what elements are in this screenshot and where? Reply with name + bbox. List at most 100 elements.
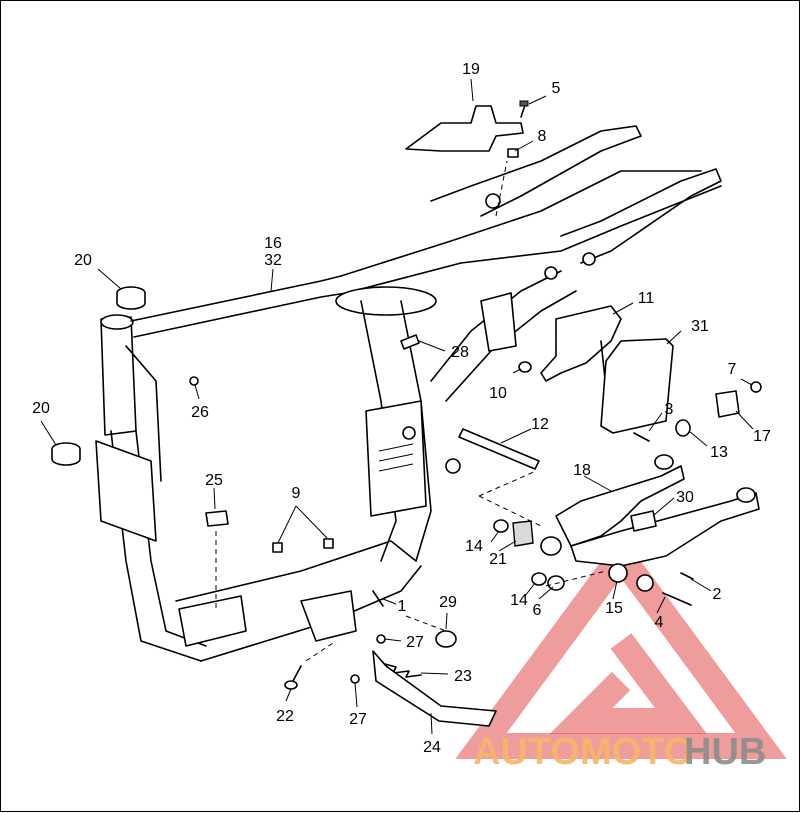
callout-20-bottom: 20 — [32, 400, 50, 417]
part-27-nut-top — [376, 634, 386, 644]
part-5-screw-head — [519, 100, 529, 107]
part-3-screw — [633, 432, 650, 442]
assembly-lines — [215, 160, 607, 662]
backbone-tube-bottom — [133, 292, 347, 338]
part-5-screw — [520, 104, 526, 118]
rear-rail-upper — [340, 170, 702, 277]
part-15-bushing-a — [608, 563, 628, 583]
callout-22: 22 — [276, 708, 294, 725]
part-15-bushing-b — [636, 574, 654, 592]
part-20-bearing-cup-bottom-side — [51, 449, 81, 466]
plate-hole — [402, 426, 416, 440]
watermark-logo — [455, 534, 787, 759]
callout-19: 19 — [462, 61, 480, 78]
callout-14-top: 14 — [465, 538, 483, 555]
callout-31: 31 — [691, 318, 709, 335]
part-18-axle-boss-right — [736, 487, 756, 503]
part-8-nut — [507, 148, 519, 158]
callout-29: 29 — [439, 594, 457, 611]
part-23-spring — [380, 662, 422, 678]
callout-14-bottom: 14 — [510, 592, 528, 609]
callout-15: 15 — [605, 600, 623, 617]
pivot-boss — [445, 458, 461, 474]
callout-21: 21 — [489, 551, 507, 568]
dash-shaft-2 — [478, 495, 542, 527]
rear-tab — [480, 292, 517, 352]
callout-3: 3 — [665, 401, 674, 418]
callout-18: 18 — [573, 462, 591, 479]
part-4-bolt — [662, 592, 692, 606]
part-29-bumper — [435, 630, 457, 648]
lower-rail-lower — [200, 565, 422, 662]
rear-rail-lower — [345, 185, 722, 294]
callout-6: 6 — [533, 602, 542, 619]
callout-27-bottom: 27 — [349, 711, 367, 728]
callout-23: 23 — [454, 668, 472, 685]
lower-rear-strut — [560, 168, 722, 264]
dash-bushings — [545, 570, 607, 587]
cross-tube — [335, 286, 437, 316]
callout-7: 7 — [728, 361, 737, 378]
callout-12: 12 — [531, 416, 549, 433]
part-19-bracket — [405, 105, 524, 152]
part-9-clip-a — [272, 542, 283, 553]
part-22-pin-head — [284, 680, 298, 690]
side-plate — [365, 400, 427, 517]
callout-25: 25 — [205, 472, 223, 489]
part-14-washer-top — [493, 519, 509, 533]
part-21-spacer — [540, 536, 562, 556]
dash-pin — [305, 640, 337, 662]
rail-hole — [544, 266, 558, 280]
steering-head — [100, 316, 137, 436]
part-2-bolt — [680, 572, 694, 580]
part-17-block — [715, 390, 740, 418]
callout-17: 17 — [753, 428, 771, 445]
rail-hole-2 — [582, 252, 596, 266]
watermark-triangle-outer — [455, 534, 787, 759]
part-18-swingarm-lower — [570, 492, 760, 567]
callout-13: 13 — [710, 444, 728, 461]
callout-1: 1 — [398, 598, 407, 615]
callout-28: 28 — [451, 344, 469, 361]
backbone-tube-top — [130, 275, 342, 322]
callout-26: 26 — [191, 404, 209, 421]
part-27-nut-bottom — [350, 674, 360, 684]
callout-4: 4 — [655, 614, 664, 631]
upper-rear-strut — [430, 125, 642, 217]
steering-head-top — [100, 314, 134, 330]
frame-assembly — [95, 125, 722, 662]
part-28-fitting — [400, 334, 420, 350]
part-14-washer-bottom — [531, 572, 547, 586]
callout-30: 30 — [676, 489, 694, 506]
part-31-cover — [600, 338, 674, 434]
part-18-axle-boss-left — [654, 454, 674, 470]
dash-bumper — [405, 615, 447, 632]
watermark-text-hub: HUB — [684, 731, 766, 773]
side-plate-slots — [378, 443, 414, 472]
part-20-bearing-cup-top-side — [116, 293, 146, 310]
part-22-pin — [292, 665, 302, 682]
rail-hole-3 — [485, 193, 501, 209]
part-7-nut — [750, 381, 762, 393]
leader-lines — [40, 78, 754, 735]
part-12-pivot-shaft — [458, 428, 540, 470]
watermark-wordmark: AUTOMOTO HUB — [473, 731, 766, 773]
front-lower-bracket — [178, 595, 247, 647]
dash-nut — [495, 160, 508, 217]
callout-32: 32 — [264, 252, 282, 269]
part-25-pad — [205, 510, 229, 527]
part-13-bushing — [675, 419, 691, 437]
front-gusset — [125, 345, 162, 482]
watermark-triangle-inner — [549, 633, 707, 734]
callout-16: 16 — [264, 235, 282, 252]
callout-10: 10 — [489, 385, 507, 402]
jiffy-stand-mount — [300, 590, 357, 642]
seat-post-tube-right — [400, 300, 432, 562]
callout-5: 5 — [552, 80, 561, 97]
watermark-text-automoto: AUTOMOTO — [473, 731, 693, 773]
callout-9: 9 — [292, 485, 301, 502]
part-26-nut — [189, 376, 199, 386]
callout-2: 2 — [713, 586, 722, 603]
